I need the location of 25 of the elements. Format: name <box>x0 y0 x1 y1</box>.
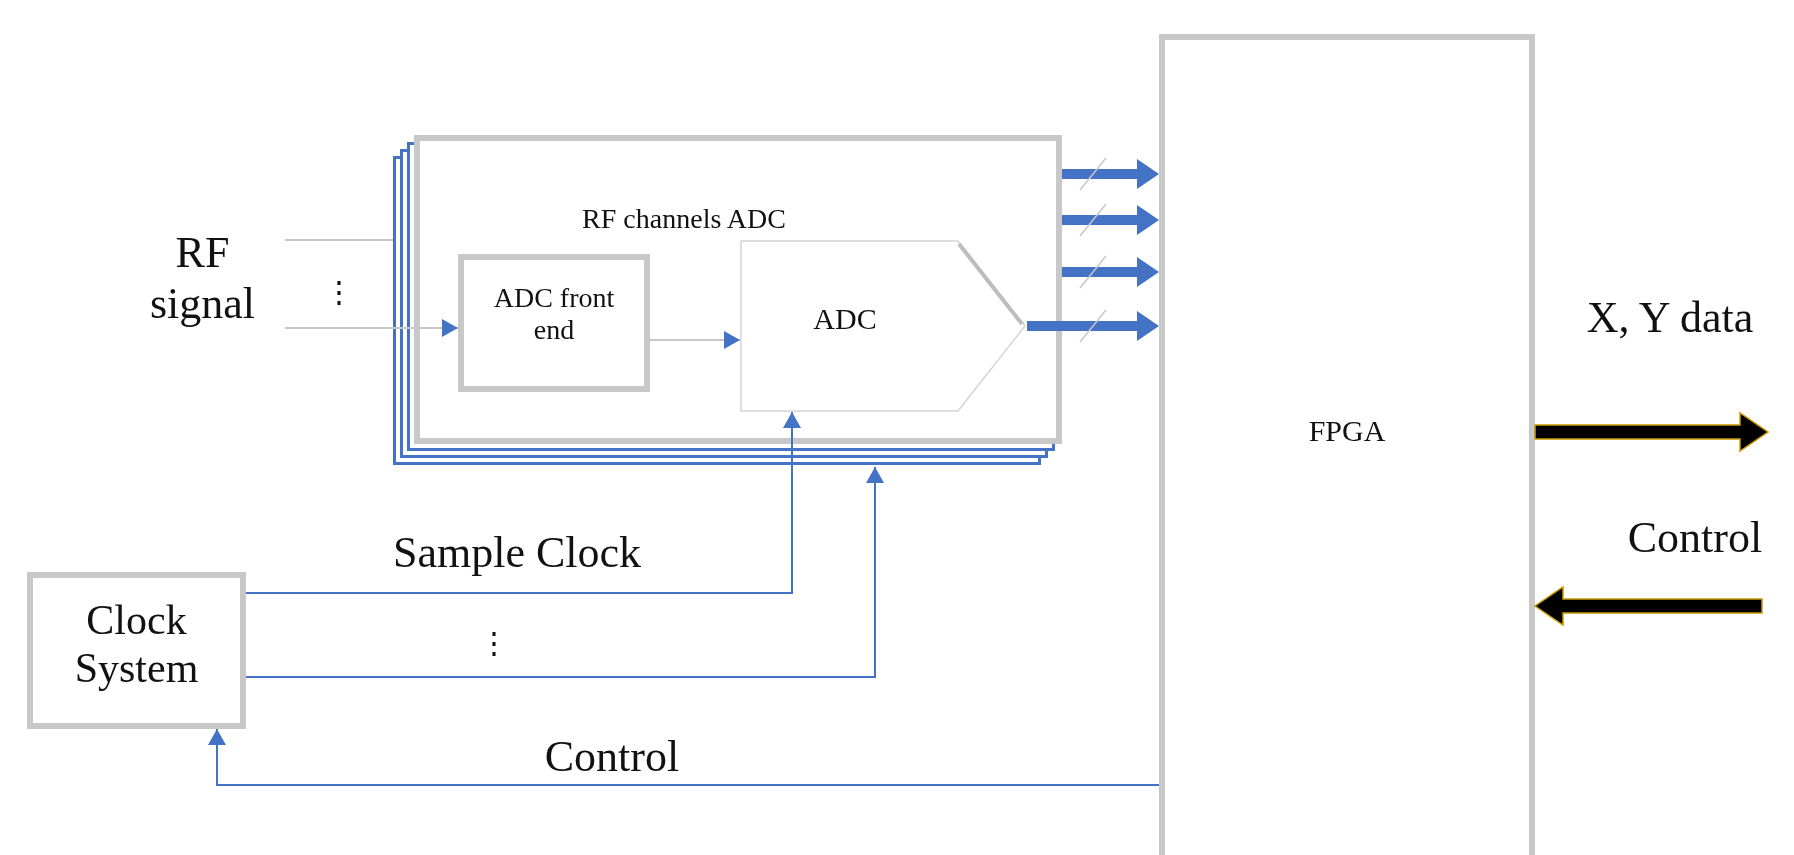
bus-arrow <box>1062 205 1159 235</box>
adc-channel-stack <box>393 135 1062 467</box>
arrow <box>649 331 741 349</box>
bus-arrow <box>1062 159 1159 189</box>
bus-arrow <box>1027 311 1159 341</box>
node-label: RF signal <box>148 228 257 330</box>
bus-arrow <box>1062 257 1159 287</box>
bus-arrow <box>1533 585 1763 627</box>
node-label: ADC front end <box>492 282 616 347</box>
arrow <box>284 319 459 337</box>
process-box <box>458 254 650 392</box>
ellipsis-mark: ⋮ <box>324 277 354 307</box>
arrow <box>245 411 801 594</box>
node-label: ADC <box>812 302 878 337</box>
process-box <box>1159 34 1535 855</box>
connector-line <box>284 239 394 241</box>
group-heading: RF channels ADC <box>581 203 787 236</box>
node-label: FPGA <box>1307 414 1387 449</box>
adc-pentagon <box>740 240 1027 412</box>
arrow <box>208 728 1160 786</box>
arrow <box>245 466 884 678</box>
ellipsis-mark: ⋮ <box>479 628 509 658</box>
process-box <box>27 572 246 729</box>
bus-arrow <box>1534 411 1770 453</box>
node-label: Clock System <box>73 596 200 693</box>
